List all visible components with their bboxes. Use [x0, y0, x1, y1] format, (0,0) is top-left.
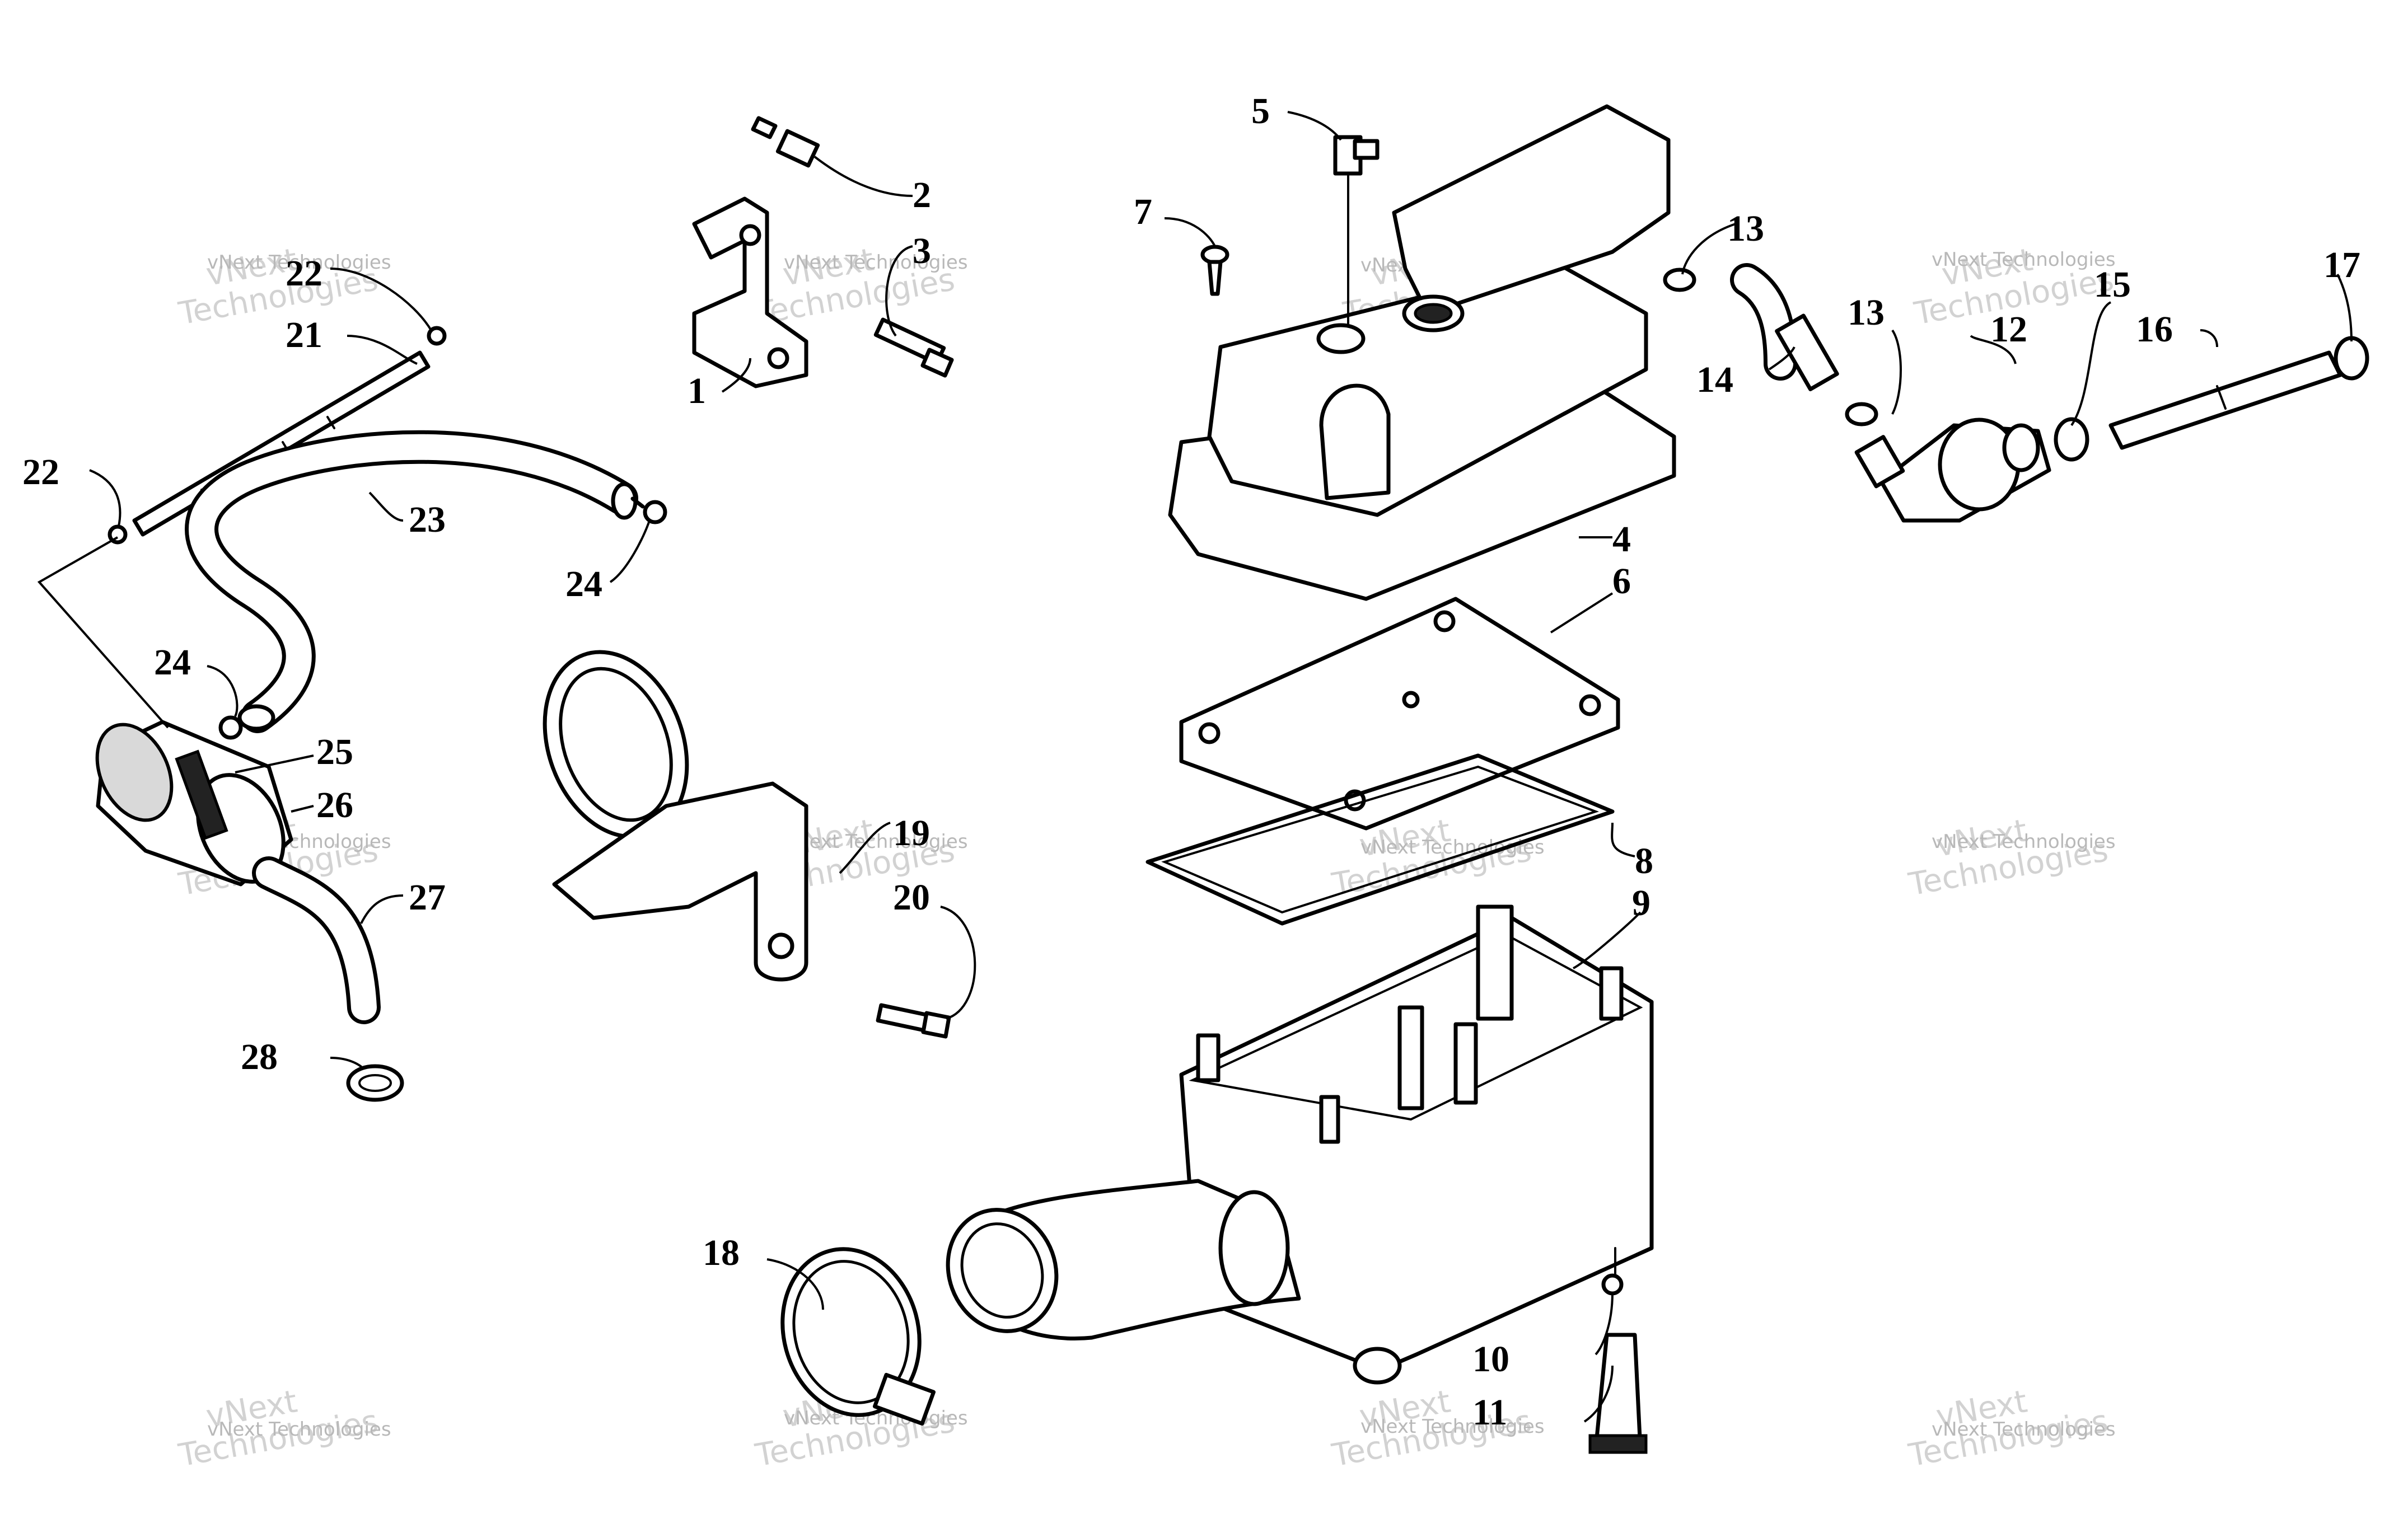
elbow-fitting	[1333, 135, 1380, 326]
breather-filter	[95, 720, 293, 887]
watermark-caption: vNext Technologies	[1360, 1415, 1545, 1438]
callout-18: 18	[703, 1232, 740, 1273]
callout-27: 27	[409, 877, 446, 918]
watermark-caption: vNext Technologies	[1360, 836, 1545, 859]
watermark-caption: vNext Technologies	[1932, 831, 2116, 853]
watermark-caption: vNext Technologies	[784, 831, 968, 853]
callout-7: 7	[1134, 191, 1152, 232]
callout-16: 16	[2136, 309, 2173, 350]
airbox-lid	[1168, 104, 1676, 601]
callout-21: 21	[286, 315, 322, 355]
callout-25: 25	[316, 732, 353, 772]
filter-plate	[1179, 597, 1620, 831]
callout-4: 4	[1612, 519, 1631, 560]
hose-clamp	[1845, 402, 1878, 426]
bolt	[876, 1003, 951, 1039]
outlet-tube	[252, 856, 381, 1024]
callout-26: 26	[316, 785, 353, 826]
clamp	[346, 1064, 404, 1102]
callout-13: 13	[1727, 208, 1764, 249]
hose-clamp	[218, 715, 243, 740]
hose-clamp	[2334, 336, 2369, 381]
callout-9: 9	[1632, 883, 1650, 923]
drain-tube	[1588, 1333, 1648, 1454]
hose-segment	[1775, 313, 1839, 391]
callout-11: 11	[1472, 1392, 1507, 1433]
callout-3: 3	[913, 231, 931, 271]
callout-6: 6	[1612, 561, 1631, 602]
gasket	[1145, 753, 1615, 926]
callout-14: 14	[1696, 359, 1733, 400]
callout-labels: 1 2 3 4 5 6 7 8 9 10 11 12 13 13 14 15 1…	[22, 91, 2360, 1433]
hose-clamp	[630, 496, 667, 524]
vent-hose	[1730, 263, 1797, 381]
callout-24: 24	[565, 564, 602, 604]
bracket-upper	[692, 196, 808, 388]
hose-clamp	[2054, 417, 2089, 462]
watermark-caption: vNext Technologies	[207, 251, 391, 274]
leader-lines	[89, 111, 2353, 1423]
callout-5: 5	[1251, 91, 1270, 132]
callout-20: 20	[893, 877, 930, 918]
callout-22: 22	[22, 452, 59, 493]
screw	[1200, 245, 1229, 296]
hose-clamp	[1663, 268, 1696, 292]
bracket-lower	[543, 650, 808, 982]
breather-assembly	[37, 326, 667, 1102]
callout-1: 1	[688, 371, 706, 411]
bolt	[873, 317, 954, 378]
callout-12: 12	[1990, 309, 2027, 350]
callout-28: 28	[241, 1037, 278, 1077]
hose-clip	[427, 326, 447, 346]
callout-2: 2	[913, 175, 931, 215]
band-clamp	[780, 1247, 936, 1426]
watermark-caption: vNext Technologies	[1932, 249, 2116, 271]
callout-23: 23	[409, 499, 446, 540]
callout-13: 13	[1848, 292, 1885, 333]
vent-tube	[2108, 350, 2342, 450]
airbox-base	[1179, 904, 1654, 1385]
callout-10: 10	[1472, 1339, 1509, 1380]
callout-22: 22	[286, 253, 322, 294]
watermark-caption: vNext Technologies	[784, 251, 968, 274]
callout-24: 24	[154, 642, 191, 683]
watermark: vNext Technologies	[176, 242, 381, 332]
callout-19: 19	[893, 813, 930, 854]
callout-8: 8	[1635, 841, 1653, 882]
callout-15: 15	[2094, 264, 2131, 305]
inlet-boot	[946, 1179, 1301, 1341]
watermark-caption: vNext Technologies	[207, 1418, 391, 1441]
bolt	[751, 116, 820, 168]
callout-17: 17	[2323, 245, 2360, 285]
watermark-caption: vNext Technologies	[1932, 1418, 2116, 1441]
check-valve	[1854, 418, 2051, 523]
